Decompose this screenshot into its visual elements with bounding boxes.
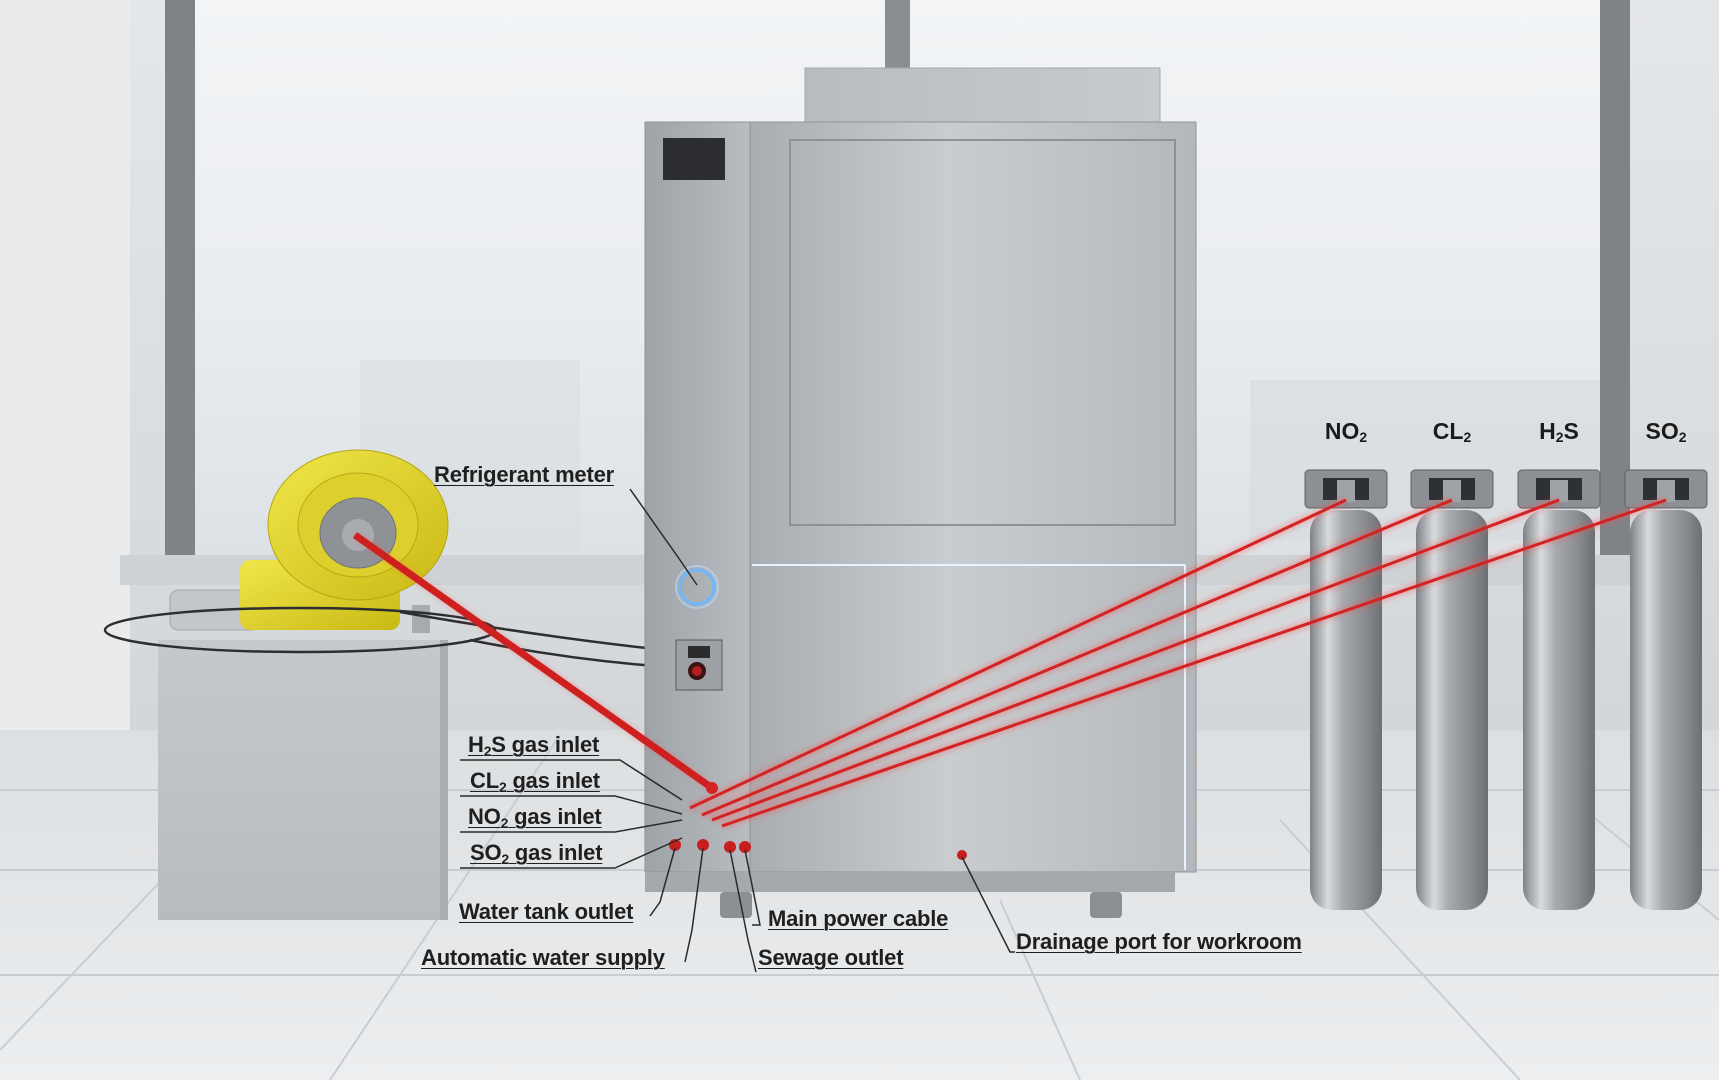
cylinder-label-so2: SO2	[1645, 418, 1687, 445]
label-water-tank-outlet: Water tank outlet	[459, 899, 634, 924]
label-refrigerant-meter: Refrigerant meter	[434, 462, 614, 487]
label-so2-gas-inlet: SO2 gas inlet	[470, 840, 603, 867]
label-drainage-port: Drainage port for workroom	[1016, 929, 1302, 954]
cylinder-label-cl2: CL2	[1432, 418, 1472, 445]
label-no2-gas-inlet: NO2 gas inlet	[468, 804, 602, 831]
gas-cylinders	[1304, 469, 1708, 910]
label-automatic-water-supply: Automatic water supply	[421, 945, 665, 970]
label-cl2-gas-inlet: CL2 gas inlet	[470, 768, 600, 795]
cylinder-label-no2: NO2	[1324, 418, 1368, 445]
label-main-power-cable: Main power cable	[768, 906, 949, 931]
label-sewage-outlet: Sewage outlet	[758, 945, 904, 970]
leader-lines	[460, 488, 1015, 973]
gas-lines	[352, 496, 1668, 830]
cylinder-label-h2s: H2S	[1539, 418, 1579, 445]
label-h2s-gas-inlet: H2S gas inlet	[468, 732, 600, 759]
